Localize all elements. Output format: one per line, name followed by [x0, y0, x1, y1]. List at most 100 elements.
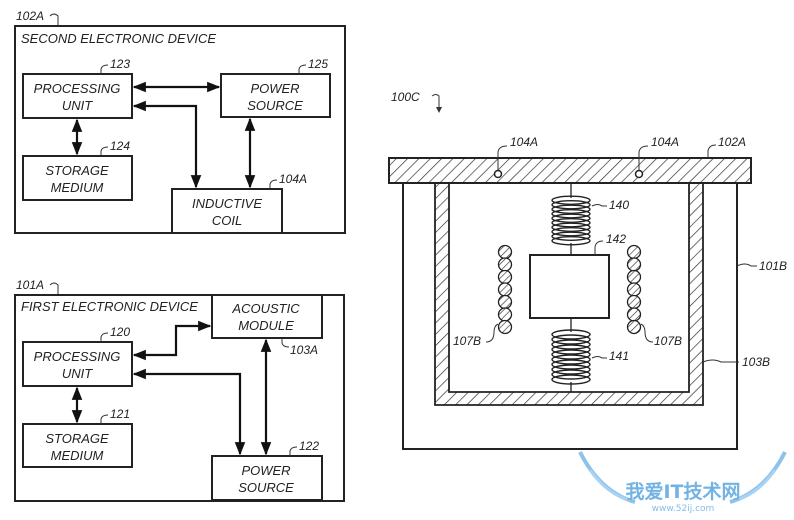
- second-device-ref: 102A: [16, 9, 44, 23]
- block-processing-unit-120: PROCESSING UNIT 120: [22, 325, 133, 387]
- ref-142: 142: [606, 232, 626, 246]
- coil-winding: [497, 269, 513, 285]
- ref-120: 120: [110, 325, 130, 339]
- second-device-leader: [49, 13, 59, 25]
- coil-winding: [497, 307, 513, 322]
- svg-text:UNIT: UNIT: [62, 98, 93, 113]
- block-storage-medium-124: STORAGE MEDIUM 124: [22, 139, 133, 201]
- spring-turn: [551, 226, 591, 237]
- coil-winding: [497, 257, 513, 272]
- ref-125: 125: [308, 57, 328, 71]
- svg-text:SOURCE: SOURCE: [247, 98, 303, 113]
- second-device-diagram: 102A SECOND ELECTRONIC DEVICE PROCESSING…: [14, 9, 346, 234]
- ref-107b-right: 107B: [654, 334, 682, 348]
- ref-102a-plate: 102A: [718, 135, 746, 149]
- ref-140: 140: [609, 198, 629, 212]
- svg-text:MEDIUM: MEDIUM: [51, 448, 104, 463]
- ref-104a: 104A: [279, 172, 307, 186]
- watermark-title: 我爱IT技术网: [625, 480, 740, 503]
- svg-text:STORAGE: STORAGE: [45, 163, 109, 178]
- first-device-ref: 101A: [16, 278, 44, 292]
- spring-turn: [551, 195, 591, 205]
- svg-text:PROCESSING: PROCESSING: [34, 81, 121, 96]
- assembly-arrow-icon: [436, 107, 442, 113]
- embedded-coil-104a-right: [634, 169, 644, 179]
- spring-turn: [551, 374, 591, 385]
- coil-stack-107b-right: [626, 244, 642, 335]
- block-storage-medium-121: STORAGE MEDIUM 121: [22, 407, 133, 468]
- ref-103b: 103B: [742, 355, 770, 369]
- coil-stack-107b-left: [497, 244, 513, 335]
- spring-turn: [551, 222, 591, 232]
- first-device-title: FIRST ELECTRONIC DEVICE: [21, 299, 198, 314]
- svg-text:INDUCTIVE: INDUCTIVE: [192, 196, 262, 211]
- block-power-source-125: POWER SOURCE 125: [220, 57, 331, 118]
- embedded-coil-104a-left: [493, 169, 503, 179]
- spring-turn: [551, 344, 591, 355]
- svg-text:SOURCE: SOURCE: [238, 480, 294, 495]
- svg-text:MEDIUM: MEDIUM: [51, 180, 104, 195]
- spring-turn: [551, 231, 591, 241]
- spring-turn: [551, 354, 591, 365]
- coil-winding: [626, 319, 642, 335]
- coil-winding: [497, 319, 513, 335]
- svg-text:COIL: COIL: [212, 213, 242, 228]
- spring-turn: [551, 235, 591, 246]
- first-device-diagram: 101A FIRST ELECTRONIC DEVICE ACOUSTIC MO…: [14, 278, 345, 502]
- ref-124: 124: [110, 139, 130, 153]
- coil-winding: [626, 282, 642, 297]
- second-device-title: SECOND ELECTRONIC DEVICE: [21, 31, 216, 46]
- svg-text:STORAGE: STORAGE: [45, 431, 109, 446]
- spring-turn: [551, 349, 591, 360]
- block-processing-unit-123: PROCESSING UNIT 123: [22, 57, 133, 119]
- spring-turn: [551, 217, 591, 228]
- ref-123: 123: [110, 57, 130, 71]
- spring-turn: [551, 364, 591, 375]
- ref-122: 122: [299, 439, 319, 453]
- svg-text:POWER: POWER: [241, 463, 290, 478]
- spring-turn: [551, 199, 591, 210]
- first-device-frame: [14, 294, 345, 502]
- first-device-leader: [49, 282, 59, 294]
- svg-text:PROCESSING: PROCESSING: [34, 349, 121, 364]
- svg-text:POWER: POWER: [250, 81, 299, 96]
- mass-142: [529, 254, 610, 319]
- coil-winding: [626, 307, 642, 322]
- spring-turn: [551, 369, 591, 380]
- coil-winding: [497, 294, 513, 310]
- spring-turn: [551, 213, 591, 223]
- spring-turn: [551, 204, 591, 214]
- coil-winding: [626, 294, 642, 310]
- block-power-source-122: POWER SOURCE 122: [211, 439, 323, 501]
- assembly-leader: [431, 94, 440, 110]
- svg-text:MODULE: MODULE: [238, 318, 294, 333]
- spring-turn: [551, 208, 591, 219]
- lower-spring-141: [551, 318, 591, 392]
- assembly-ref: 100C: [391, 90, 420, 104]
- coil-winding: [626, 269, 642, 285]
- spring-turn: [551, 334, 591, 345]
- assembly-cross-section: 100C 101B 103B 102A 104A 104A 140 142 14…: [388, 90, 787, 450]
- ref-104a-right: 104A: [651, 135, 679, 149]
- coil-winding: [497, 282, 513, 297]
- spring-turn: [551, 339, 591, 350]
- svg-text:UNIT: UNIT: [62, 366, 93, 381]
- ref-104a-left: 104A: [510, 135, 538, 149]
- spring-turn: [551, 329, 591, 340]
- upper-spring-140: [551, 184, 591, 255]
- first-device-connections: [71, 320, 272, 456]
- coil-winding: [626, 244, 642, 260]
- top-plate-102a: [388, 157, 752, 184]
- ref-107b-left: 107B: [453, 334, 481, 348]
- ref-103a: 103A: [290, 343, 318, 357]
- watermark-url: www.52ij.com: [652, 504, 715, 514]
- ref-121: 121: [110, 407, 130, 421]
- block-inductive-coil-104a: INDUCTIVE COIL 104A: [171, 172, 307, 234]
- ref-101b: 101B: [759, 259, 787, 273]
- svg-text:ACOUSTIC: ACOUSTIC: [231, 301, 300, 316]
- block-acoustic-module-103a: ACOUSTIC MODULE 103A: [211, 294, 323, 357]
- ref-141: 141: [609, 349, 629, 363]
- coil-winding: [626, 257, 642, 272]
- second-device-connections: [71, 81, 256, 189]
